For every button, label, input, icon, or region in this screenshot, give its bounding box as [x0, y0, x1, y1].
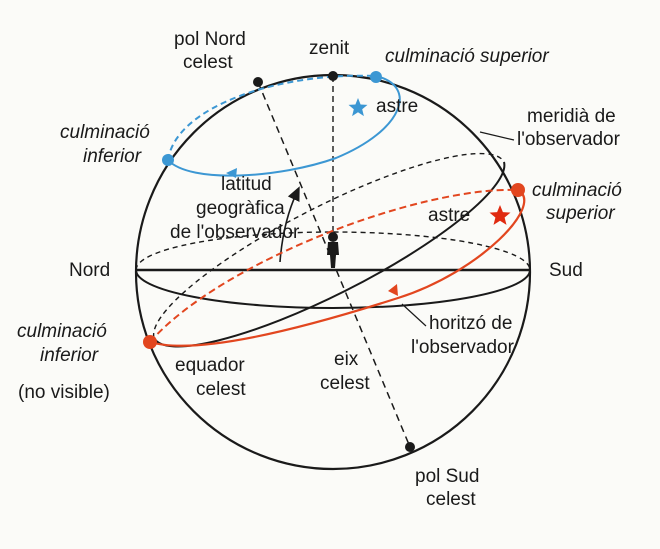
label-horitzo-2: l'observador [411, 337, 515, 358]
star-upper-culmination-dot [511, 183, 525, 197]
label-culm-inf-top-1: culminació [60, 122, 150, 143]
person-icon [327, 232, 339, 268]
south-celestial-pole-dot [405, 442, 415, 452]
horizon-front [135, 269, 531, 309]
label-horitzo-1: horitzó de [429, 313, 512, 334]
star-icon [348, 98, 368, 117]
star-icon-red [489, 205, 511, 225]
north-celestial-pole-dot [253, 77, 263, 87]
label-culm-sup-right-1: culminació [532, 180, 622, 201]
circumpolar-path-back [167, 74, 377, 161]
label-pol-sud-1: pol Sud [415, 466, 479, 487]
horizon-back [135, 231, 531, 271]
label-pol-nord-1: pol Nord [174, 29, 246, 50]
circumpolar-direction-arrow [226, 168, 237, 178]
label-nord: Nord [69, 260, 110, 281]
meridian-leader [479, 131, 515, 141]
label-astre-top: astre [376, 96, 418, 117]
label-latitud-3: de l'observador [170, 222, 300, 243]
label-culm-sup-top: culminació superior [385, 46, 549, 67]
label-culm-inf-left-2: inferior [40, 345, 99, 366]
label-culm-sup-right-2: superior [546, 203, 615, 224]
label-zenit: zenit [309, 38, 350, 59]
label-equador-2: celest [196, 379, 246, 400]
zenith-dot [328, 71, 338, 81]
label-pol-sud-2: celest [426, 489, 476, 510]
label-no-visible: (no visible) [18, 382, 110, 403]
label-eix-1: eix [334, 349, 359, 370]
label-culm-inf-left-1: culminació [17, 321, 107, 342]
star-path-front [149, 189, 526, 347]
label-meridia-2: l'observador [517, 129, 621, 150]
star-path-back [149, 188, 519, 343]
label-latitud-2: geogràfica [196, 198, 285, 219]
latitude-arc [279, 186, 300, 263]
label-meridia-1: meridià de [527, 106, 616, 127]
star-lower-culmination-dot [143, 335, 157, 349]
label-astre-right: astre [428, 205, 470, 226]
horizon-leader [401, 303, 427, 327]
label-culm-inf-top-2: inferior [83, 146, 142, 167]
label-sud: Sud [549, 260, 583, 281]
label-equador-1: equador [175, 355, 245, 376]
circumpolar-lower-culmination-dot [162, 154, 174, 166]
celestial-sphere [134, 73, 532, 471]
celestial-equator-back [152, 152, 505, 339]
label-pol-nord-2: celest [183, 52, 233, 73]
circumpolar-upper-culmination-dot [370, 71, 382, 83]
circumpolar-path-front [167, 75, 401, 177]
label-latitud-1: latitud [221, 174, 272, 195]
label-eix-2: celest [320, 373, 370, 394]
star-path-direction-arrow [388, 284, 398, 296]
